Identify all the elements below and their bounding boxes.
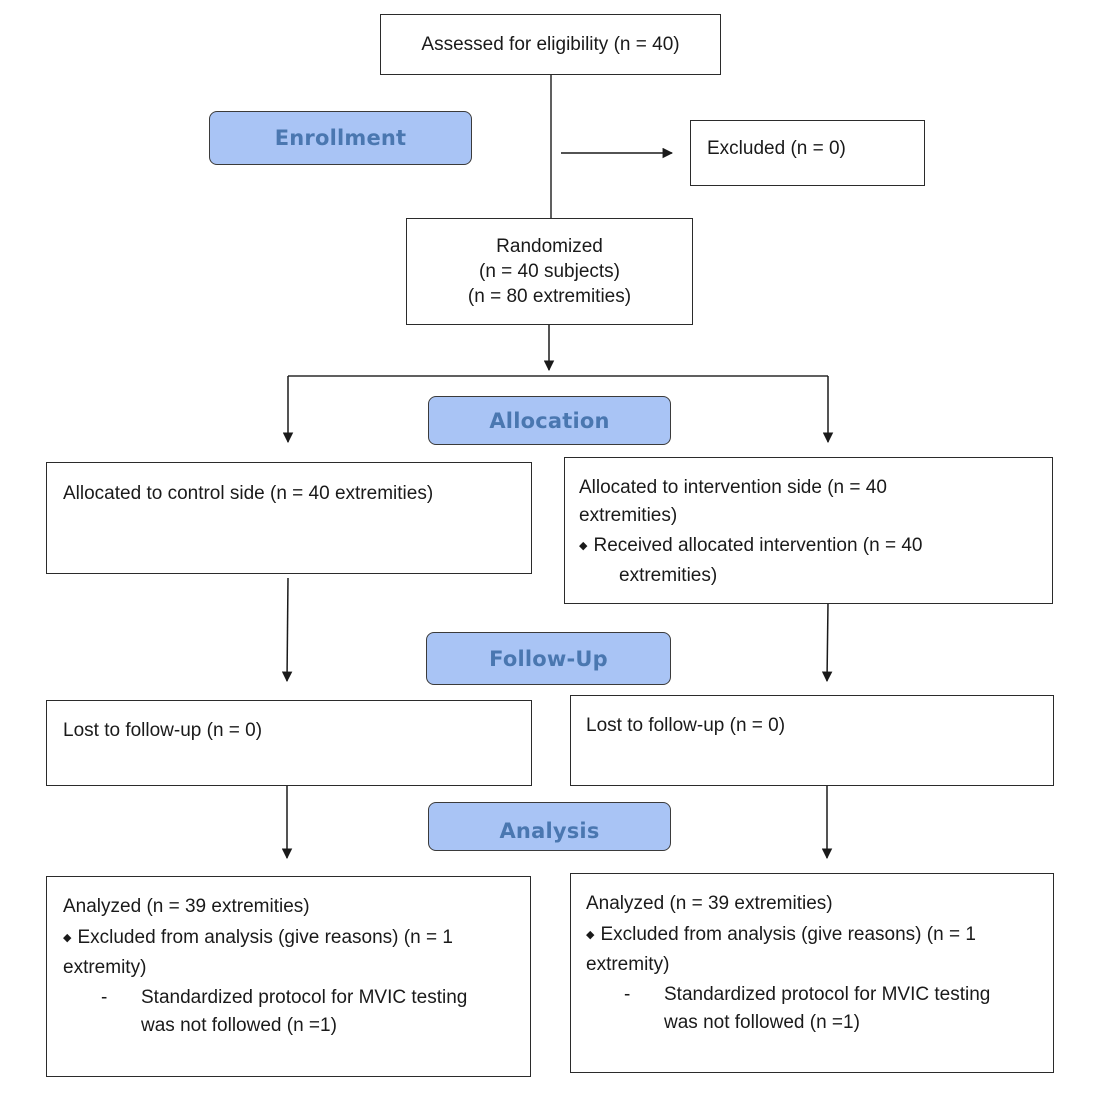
- analyzed-intervention-excluded-cont: extremity): [586, 954, 670, 975]
- box-excluded: Excluded (n = 0): [690, 120, 925, 186]
- analyzed-intervention-reason: Standardized protocol for MVIC testing w…: [664, 981, 1053, 1037]
- analyzed-control-reason-line1: Standardized protocol for MVIC testing: [141, 987, 468, 1008]
- dash-bullet: -: [624, 984, 631, 1005]
- analyzed-control-reason-line2: was not followed (n =1): [141, 1015, 337, 1036]
- lost-followup-control-text: Lost to follow-up (n = 0): [63, 720, 263, 741]
- received-intervention-cont: extremities): [619, 565, 718, 586]
- received-intervention-text: Received allocated intervention (n = 40: [593, 535, 923, 556]
- assessed-text: Assessed for eligibility (n = 40): [421, 33, 680, 55]
- diamond-bullet-icon: ◆: [586, 929, 595, 941]
- analyzed-control-title: Analyzed (n = 39 extremities): [63, 896, 310, 917]
- allocated-intervention-line1: Allocated to intervention side (n = 40: [579, 477, 887, 498]
- dash-bullet: -: [101, 987, 108, 1008]
- stage-label-analysis: Analysis: [428, 802, 671, 851]
- allocated-intervention-line2: extremities): [579, 505, 678, 526]
- analyzed-intervention-reason-row: - Standardized protocol for MVIC testing…: [586, 981, 1053, 1037]
- analyzed-intervention-title: Analyzed (n = 39 extremities): [586, 893, 833, 914]
- analyzed-control-reason-row: - Standardized protocol for MVIC testing…: [63, 984, 530, 1040]
- analyzed-intervention-reason-line2: was not followed (n =1): [664, 1012, 860, 1033]
- analyzed-control-reason: Standardized protocol for MVIC testing w…: [141, 984, 530, 1040]
- stage-label-allocation: Allocation: [428, 396, 671, 445]
- box-randomized: Randomized (n = 40 subjects) (n = 80 ext…: [406, 218, 693, 325]
- box-assessed-eligibility: Assessed for eligibility (n = 40): [380, 14, 721, 75]
- allocated-control-text: Allocated to control side (n = 40 extrem…: [63, 483, 434, 504]
- box-lost-followup-intervention: Lost to follow-up (n = 0): [570, 695, 1054, 786]
- stage-label-enrollment: Enrollment: [209, 111, 472, 165]
- randomized-extremities: (n = 80 extremities): [467, 286, 632, 307]
- lost-followup-intervention-text: Lost to follow-up (n = 0): [586, 715, 786, 736]
- analyzed-intervention-excluded-row: ◆ Excluded from analysis (give reasons) (…: [586, 921, 1053, 951]
- received-intervention-row: ◆ Received allocated intervention (n = 40: [579, 532, 1052, 562]
- analyzed-control-excluded-cont: extremity): [63, 957, 147, 978]
- box-allocated-control: Allocated to control side (n = 40 extrem…: [46, 462, 532, 574]
- randomized-subjects: (n = 40 subjects): [479, 261, 620, 282]
- stage-label-follow-up: Follow-Up: [426, 632, 671, 685]
- box-analyzed-control: Analyzed (n = 39 extremities) ◆ Excluded …: [46, 876, 531, 1077]
- arrow-intervention-to-followup: [821, 602, 833, 683]
- diamond-bullet-icon: ◆: [579, 540, 588, 552]
- analyzed-intervention-reason-line1: Standardized protocol for MVIC testing: [664, 984, 991, 1005]
- diamond-bullet-icon: ◆: [63, 932, 72, 944]
- box-analyzed-intervention: Analyzed (n = 39 extremities) ◆ Excluded …: [570, 873, 1054, 1073]
- box-allocated-intervention: Allocated to intervention side (n = 40 e…: [564, 457, 1053, 604]
- analyzed-control-excluded-row: ◆ Excluded from analysis (give reasons) (…: [63, 924, 530, 954]
- analyzed-intervention-excluded-text: Excluded from analysis (give reasons) (n…: [600, 924, 976, 945]
- box-lost-followup-control: Lost to follow-up (n = 0): [46, 700, 532, 786]
- arrow-control-to-followup: [281, 577, 293, 683]
- excluded-text: Excluded (n = 0): [707, 138, 846, 159]
- randomized-title: Randomized: [496, 236, 603, 257]
- analyzed-control-excluded-text: Excluded from analysis (give reasons) (n…: [77, 927, 453, 948]
